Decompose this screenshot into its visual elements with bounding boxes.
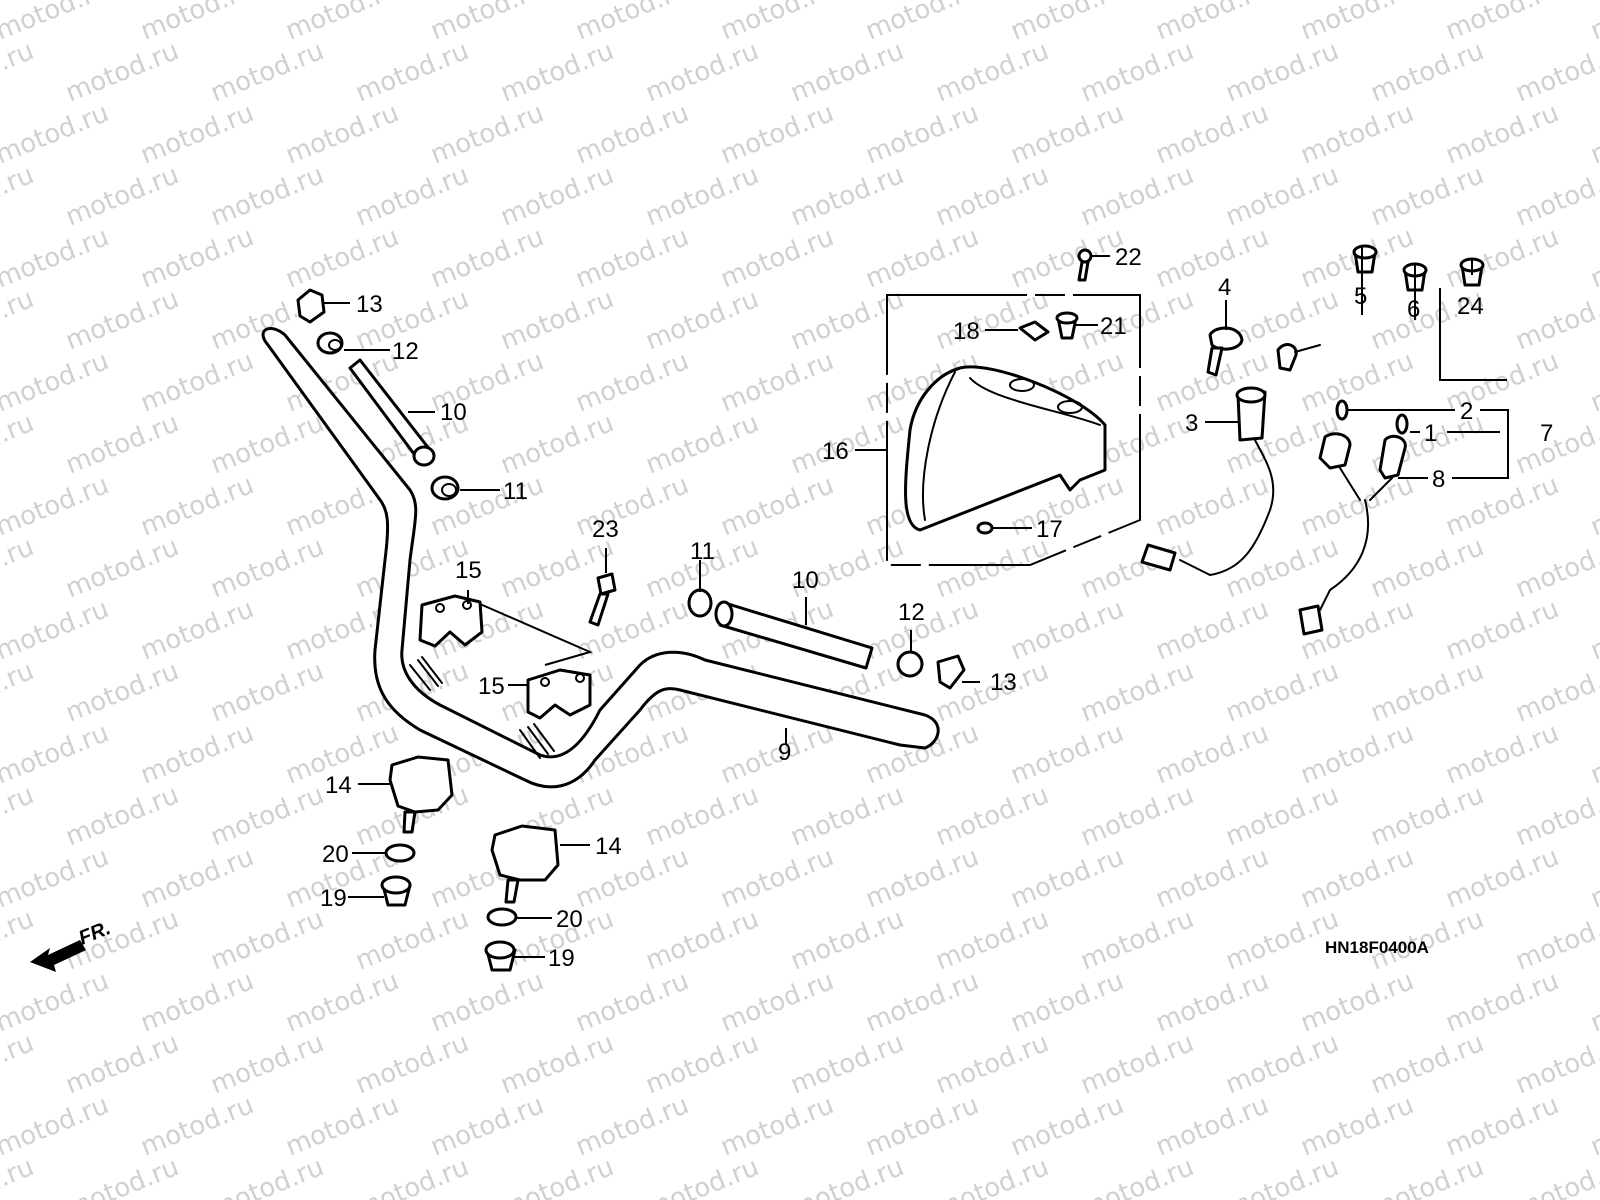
callout-15: 15	[478, 673, 505, 700]
bolt-23	[588, 572, 617, 627]
screw-22	[1077, 248, 1093, 282]
lower-holder-14a	[388, 755, 454, 834]
nut-19b	[484, 940, 517, 972]
grip-clamp-13-right	[936, 654, 966, 690]
callout-19: 19	[320, 885, 347, 912]
holder-bracket-line	[479, 603, 593, 666]
callout-14: 14	[595, 833, 622, 860]
callout-13: 13	[990, 669, 1017, 696]
cap-24-bracket	[1439, 288, 1507, 381]
nut-19a	[380, 875, 412, 907]
callout-24: 24	[1457, 293, 1484, 320]
front-label: FR.	[76, 917, 114, 949]
grip-cap-12-left	[316, 331, 344, 355]
leader-lines	[324, 245, 1509, 958]
ignition-switch-3	[1140, 343, 1321, 577]
callout-13: 13	[356, 291, 383, 318]
callout-8: 8	[1432, 466, 1445, 493]
diagram-code: HN18F0400A	[1325, 938, 1429, 957]
callout-labels: 13 12 10 11 15 15 23 11 10 12 13 9 14 14…	[320, 244, 1553, 972]
cover-group-frame	[886, 294, 1141, 566]
bulb-1	[1395, 413, 1409, 435]
washer-20b	[486, 907, 518, 927]
grip-clamp-13-left	[296, 288, 326, 324]
grommet-21	[1055, 311, 1079, 340]
upper-holder-15a	[418, 594, 484, 648]
callout-9: 9	[778, 739, 791, 766]
callout-23: 23	[592, 516, 619, 543]
callout-10: 10	[792, 567, 819, 594]
grip-cap-11-left	[430, 475, 460, 501]
clip-18	[1018, 320, 1050, 342]
callout-20: 20	[322, 841, 349, 868]
callout-1: 1	[1424, 420, 1437, 447]
callout-22: 22	[1115, 244, 1142, 271]
callout-10: 10	[440, 399, 467, 426]
callout-6: 6	[1407, 296, 1420, 323]
callout-17: 17	[1036, 516, 1063, 543]
grip-cap-11-right	[687, 588, 713, 618]
callout-2: 2	[1460, 398, 1473, 425]
callout-15: 15	[455, 557, 482, 584]
grip-cap-12-right	[896, 650, 924, 678]
callout-18: 18	[953, 318, 980, 345]
front-direction-indicator: FR.	[30, 917, 114, 972]
front-arrow-icon	[30, 940, 86, 972]
callout-11: 11	[690, 538, 715, 565]
handlebar-part	[261, 327, 940, 789]
upper-holder-15b	[526, 668, 592, 720]
callout-12: 12	[392, 338, 419, 365]
callout-5: 5	[1354, 283, 1367, 310]
grip-tube-10-left	[348, 358, 436, 467]
washer-20a	[384, 843, 416, 863]
clip-nut-17	[976, 521, 994, 535]
grip-tube-10-right	[714, 600, 874, 670]
bulb-2	[1335, 399, 1349, 421]
handlebar-cover-16	[904, 365, 1107, 532]
callout-21: 21	[1100, 313, 1127, 340]
callout-12: 12	[898, 599, 925, 626]
callout-20: 20	[556, 906, 583, 933]
key-4	[1206, 326, 1244, 377]
callout-4: 4	[1218, 274, 1231, 301]
cap-5	[1352, 244, 1378, 274]
callout-16: 16	[822, 438, 849, 465]
callout-7: 7	[1540, 420, 1553, 447]
callout-11: 11	[503, 478, 528, 505]
callout-14: 14	[325, 772, 352, 799]
lower-holder-14b	[490, 824, 560, 904]
callout-19: 19	[548, 945, 575, 972]
socket-harness-8	[1298, 432, 1407, 636]
callout-3: 3	[1185, 410, 1198, 437]
